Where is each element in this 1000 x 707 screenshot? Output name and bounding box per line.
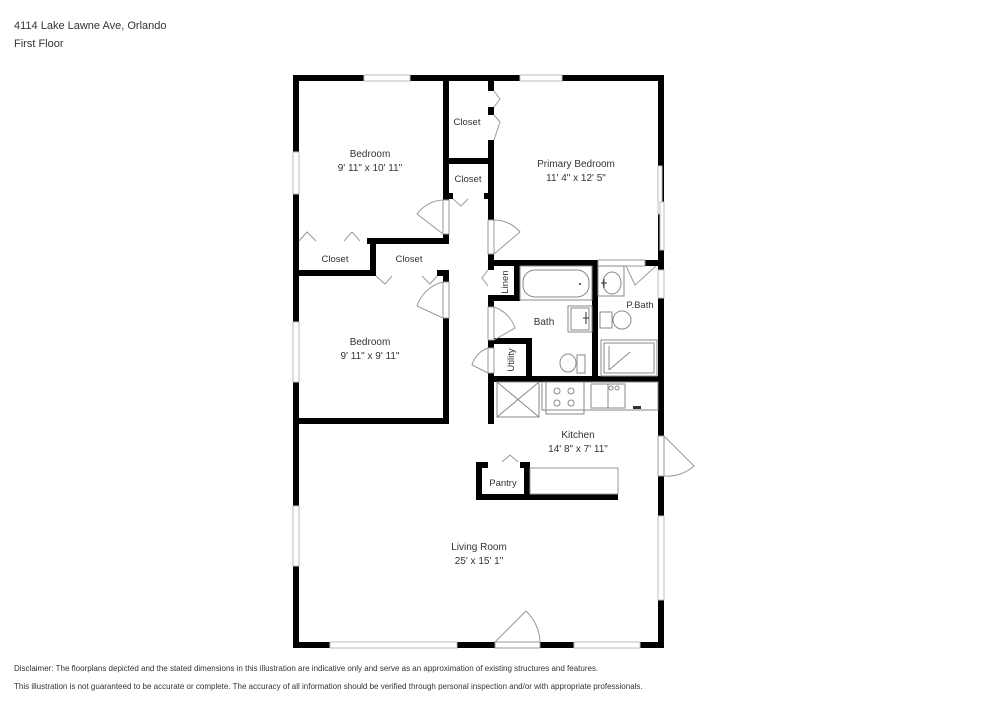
shower-icon (600, 339, 658, 377)
window-living-right (657, 515, 665, 601)
disclaimer-line-1: Disclaimer: The floorplans depicted and … (14, 664, 599, 673)
primary-bedroom-name: Primary Bedroom (537, 159, 615, 170)
closet-bifold-primary-top1 (493, 90, 501, 108)
living-room-dims: 25' x 15' 1" (455, 556, 504, 567)
property-address: 4114 Lake Lawne Ave, Orlando (14, 20, 167, 32)
refrigerator-icon (496, 381, 540, 418)
kitchen-counter (529, 467, 619, 495)
pantry-label: Pantry (489, 478, 517, 489)
primary-bedroom-dims: 11' 4" x 12' 5" (546, 173, 606, 184)
bathtub-icon (519, 265, 593, 301)
closet-bed1-label: Closet (322, 254, 349, 265)
closet-bifold-linen (481, 269, 489, 287)
door-bath (487, 306, 516, 341)
closet-bifold-bed2-a (375, 275, 393, 285)
window-bed1-left (292, 151, 300, 195)
living-room-name: Living Room (451, 542, 507, 553)
door-primary-bedroom (487, 219, 521, 255)
door-bedroom1 (416, 199, 450, 235)
pantry-bifold (501, 454, 519, 463)
bedroom2-dims: 9' 11" x 9' 11" (341, 351, 400, 362)
windows (292, 74, 665, 649)
kitchen-dims: 14' 8" x 7' 11" (548, 444, 608, 455)
interior-walls (293, 75, 664, 500)
closet-bifold-primary-top2 (493, 114, 501, 141)
window-living-bottom1 (329, 641, 458, 649)
window-bed1-top (363, 74, 411, 82)
pbath-toilet-icon (599, 310, 632, 330)
window-living-bottom2 (573, 641, 641, 649)
kitchen-countertop (541, 381, 659, 411)
pbath-label: P.Bath (626, 300, 653, 311)
window-living-left (292, 505, 300, 567)
doors (298, 90, 695, 649)
door-bedroom2 (416, 281, 450, 319)
bedroom1-dims: 9' 11" x 10' 11" (338, 163, 403, 174)
window-bed2-left (292, 321, 300, 383)
closet-bifold-bed1-b (343, 231, 361, 242)
closet-bed2-label: Closet (396, 254, 423, 265)
bedroom2-name: Bedroom (350, 337, 391, 348)
closet-primary-label: Closet (454, 117, 481, 128)
window-primary-right2 (659, 201, 665, 251)
linen-label: Linen (500, 270, 511, 293)
bedroom1-name: Bedroom (350, 149, 391, 160)
closet-bifold-bed1-a (298, 231, 317, 242)
kitchen-sink-icon (590, 383, 626, 409)
bath-toilet-icon (559, 353, 586, 374)
bath-label: Bath (534, 317, 555, 328)
room-labels: Bedroom 9' 11" x 10' 11" Closet Closet P… (322, 117, 654, 567)
stove-icon (545, 381, 585, 415)
floor-label: First Floor (14, 38, 64, 50)
door-kitchen-exterior (657, 435, 695, 477)
utility-label: Utility (506, 348, 517, 371)
door-front-entry (494, 610, 541, 649)
window-primary-top (519, 74, 563, 82)
disclaimer-line-2: This illustration is not guaranteed to b… (14, 682, 643, 691)
kitchen-name: Kitchen (561, 430, 594, 441)
bath-sink-icon (567, 305, 593, 333)
closet-hall-label: Closet (455, 174, 482, 185)
pbath-sink-icon (597, 265, 625, 297)
fixtures (496, 265, 659, 418)
window-pbath-right (657, 269, 665, 299)
dishwasher-icon (633, 406, 641, 409)
door-utility (471, 347, 495, 374)
closet-bifold-bed2-b (421, 275, 438, 285)
closet-bifold-hall (452, 198, 469, 207)
